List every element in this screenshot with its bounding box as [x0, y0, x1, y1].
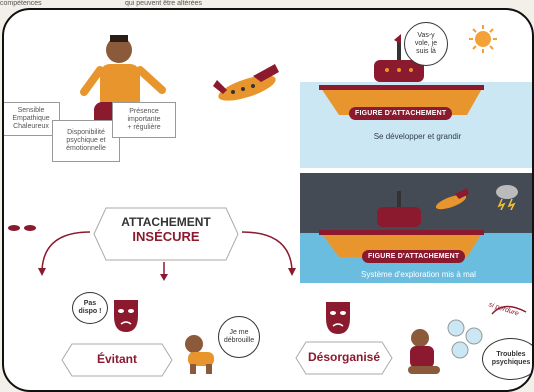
footprints-icon: [8, 225, 36, 231]
insecure-title-line2: INSÉCURE: [132, 229, 200, 244]
main-card: Sensible Empathique Chaleureux Disponibi…: [2, 8, 534, 392]
crawling-child-illustration: [185, 335, 214, 374]
airplane-illustration: [213, 64, 279, 101]
speech-not-available-text: Pas dispo !: [78, 300, 102, 315]
top-left-fragment: compétences: [0, 0, 60, 12]
insecure-arrow-box: [93, 207, 239, 261]
fragment-top-center-text: qui peuvent être altérées: [125, 0, 203, 7]
quality-center-text: Disponibilité psychique et émotionnelle: [66, 129, 106, 152]
psychic-disorders-bubble: Troubles psychiques: [482, 338, 532, 380]
avoidant-label: Évitant: [96, 352, 137, 366]
speech-manage-alone-text: Je me débrouille: [223, 329, 255, 344]
storm-cloud-icon: [496, 185, 518, 210]
quality-left-text: Sensible Empathique Chaleureux: [12, 107, 50, 130]
speech-go-ahead-text: Vas-y vole, je suis là: [414, 32, 438, 55]
disorganized-label: Désorganisé: [307, 350, 381, 364]
quality-box-left: Sensible Empathique Chaleureux: [4, 102, 60, 136]
sitting-child-illustration: [408, 329, 440, 374]
avoidant-arrow-box: [61, 343, 173, 377]
mask-icon-disorganized: [326, 302, 350, 334]
insecure-title-line1: ATTACHEMENT: [121, 215, 211, 229]
speech-go-ahead: Vas-y vole, je suis là: [404, 22, 448, 66]
secure-caption: Se développer et grandir: [373, 132, 462, 141]
connector-arcs: [38, 231, 527, 315]
airplane-small-illustration: [435, 188, 469, 210]
figure-attachment-tag-insecure: FIGURE D'ATTACHEMENT: [362, 250, 466, 263]
quality-right-text: Présence importante + régulière: [127, 108, 161, 131]
mask-icon-avoidant: [114, 300, 138, 332]
insecure-title: ATTACHEMENT INSÉCURE: [99, 215, 233, 244]
speech-not-available: Pas dispo !: [72, 292, 108, 324]
psychic-disorders-text: Troubles psychiques: [491, 351, 531, 366]
speech-manage-alone: Je me débrouille: [218, 316, 260, 358]
emotion-faces-icon: [447, 319, 483, 359]
disorganized-arrow-box: [295, 341, 393, 375]
fragment-top-left-text: compétences: [0, 0, 42, 7]
insecure-caption: Système d'exploration mis à mal: [361, 270, 476, 279]
sun-icon: [469, 25, 497, 53]
quality-box-right: Présence importante + régulière: [112, 102, 176, 138]
figure-attachment-tag-secure: FIGURE D'ATTACHEMENT: [349, 107, 453, 120]
top-center-fragment: qui peuvent être altérées: [125, 0, 202, 7]
quality-box-center: Disponibilité psychique et émotionnelle: [52, 120, 120, 162]
